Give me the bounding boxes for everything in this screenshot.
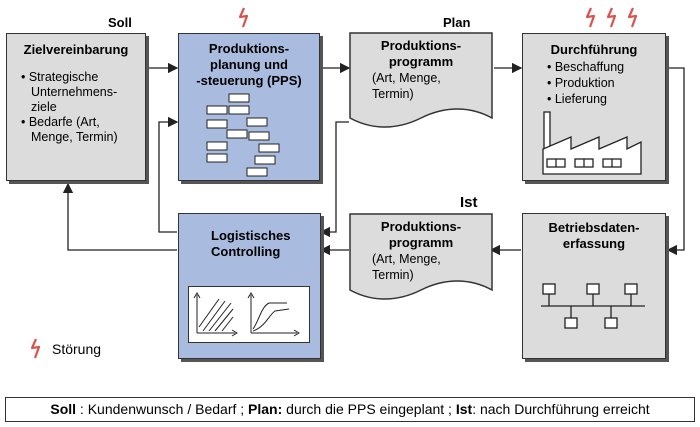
- footer-plan-desc: durch die PPS eingeplant ;: [282, 401, 456, 417]
- programm-plan-text: (Art, Menge, Termin): [352, 70, 490, 102]
- pps-title-line: planung und: [210, 57, 288, 72]
- arrow-controlling-to-ziel: [62, 182, 177, 251]
- bullet-text: Menge, Termin): [31, 130, 118, 144]
- document-shape-ist: [349, 213, 493, 300]
- text-line: (Art, Menge,: [372, 252, 441, 266]
- text-line: (Art, Menge,: [372, 71, 441, 85]
- programm-plan: Produktions- programm (Art, Menge, Termi…: [352, 38, 490, 102]
- ist-label: Ist: [460, 194, 478, 211]
- durchfuehrung-bullets: • Beschaffung • Produktion • Lieferung: [547, 59, 624, 107]
- programm-plan-title: Produktions- programm: [352, 38, 490, 70]
- title-line: Produktions-: [380, 38, 462, 53]
- programm-ist-text: (Art, Menge, Termin): [352, 251, 490, 283]
- controlling-chart-icon: [188, 286, 310, 343]
- bullet-text: • Beschaffung: [547, 60, 625, 74]
- bullet-text: • Lieferung: [547, 92, 607, 106]
- soll-label: Soll: [108, 15, 132, 30]
- lightning-bolt-icon: [585, 7, 638, 28]
- bullet-text: Unternehmens-: [31, 85, 118, 99]
- betriebsdaten-box: Betriebsdaten- erfassung: [522, 213, 666, 359]
- controlling-title: Logistisches Controlling: [179, 228, 320, 260]
- footer-soll-term: Soll: [50, 401, 77, 417]
- durchfuehrung-title: Durchführung: [550, 42, 638, 57]
- document-shape-plan: [349, 32, 493, 128]
- zielvereinbarung-box: Zielvereinbarung • Strategische Unterneh…: [6, 33, 146, 181]
- durchfuehrung-box: Durchführung • Beschaffung • Produktion …: [522, 33, 666, 181]
- legend-stoerung: Störung: [52, 341, 102, 357]
- plan-label: Plan: [443, 15, 471, 30]
- footer-ist-desc: : nach Durchführung erreicht: [472, 401, 650, 417]
- title-line: Produktions-: [380, 219, 462, 234]
- arrow-controlling-to-pps: [158, 116, 179, 233]
- text-line: Termin): [372, 87, 414, 101]
- bullet-text: • Bedarfe (Art,: [21, 115, 100, 129]
- pps-box: Produktions- planung und -steuerung (PPS…: [178, 33, 320, 181]
- pps-title-line: Produktions-: [208, 41, 290, 56]
- footer-legend: Soll : Kundenwunsch / Bedarf ; Plan: dur…: [5, 397, 695, 422]
- programm-ist-title: Produktions- programm: [352, 219, 490, 251]
- title-line: programm: [388, 235, 454, 250]
- title-line: Logistisches: [211, 228, 291, 243]
- zielvereinbarung-title: Zielvereinbarung: [23, 42, 129, 57]
- pps-title-line: -steuerung (PPS): [196, 73, 302, 88]
- arrow-durchfuehrung-to-bde: [666, 67, 685, 256]
- zielvereinbarung-bullets: • Strategische Unternehmens- ziele • Bed…: [21, 70, 118, 145]
- footer-ist-term: Ist: [455, 401, 473, 417]
- title-line: Controlling: [211, 244, 281, 259]
- footer-soll-desc: : Kundenwunsch / Bedarf ;: [76, 401, 249, 417]
- controlling-box: Logistisches Controlling: [178, 213, 321, 359]
- lightning-bolt-icon: [238, 7, 249, 28]
- betriebsdaten-title: Betriebsdaten- erfassung: [523, 220, 665, 252]
- factory-icon: [542, 111, 642, 175]
- bullet-text: ziele: [31, 100, 57, 114]
- bullet-text: • Produktion: [547, 76, 615, 90]
- bullet-text: • Strategische: [21, 70, 99, 84]
- title-line: erfassung: [562, 236, 626, 251]
- arrow-plan-to-controlling: [319, 121, 349, 238]
- pps-title: Produktions- planung und -steuerung (PPS…: [179, 41, 319, 89]
- network-icon: [541, 283, 645, 329]
- text-line: Termin): [372, 268, 414, 282]
- title-line: programm: [388, 54, 454, 69]
- title-line: Betriebsdaten-: [548, 220, 640, 235]
- gantt-icon: [206, 93, 280, 177]
- lightning-bolt-icon: [30, 338, 41, 359]
- programm-ist: Produktions- programm (Art, Menge, Termi…: [352, 219, 490, 283]
- footer-plan-term: Plan:: [248, 401, 283, 417]
